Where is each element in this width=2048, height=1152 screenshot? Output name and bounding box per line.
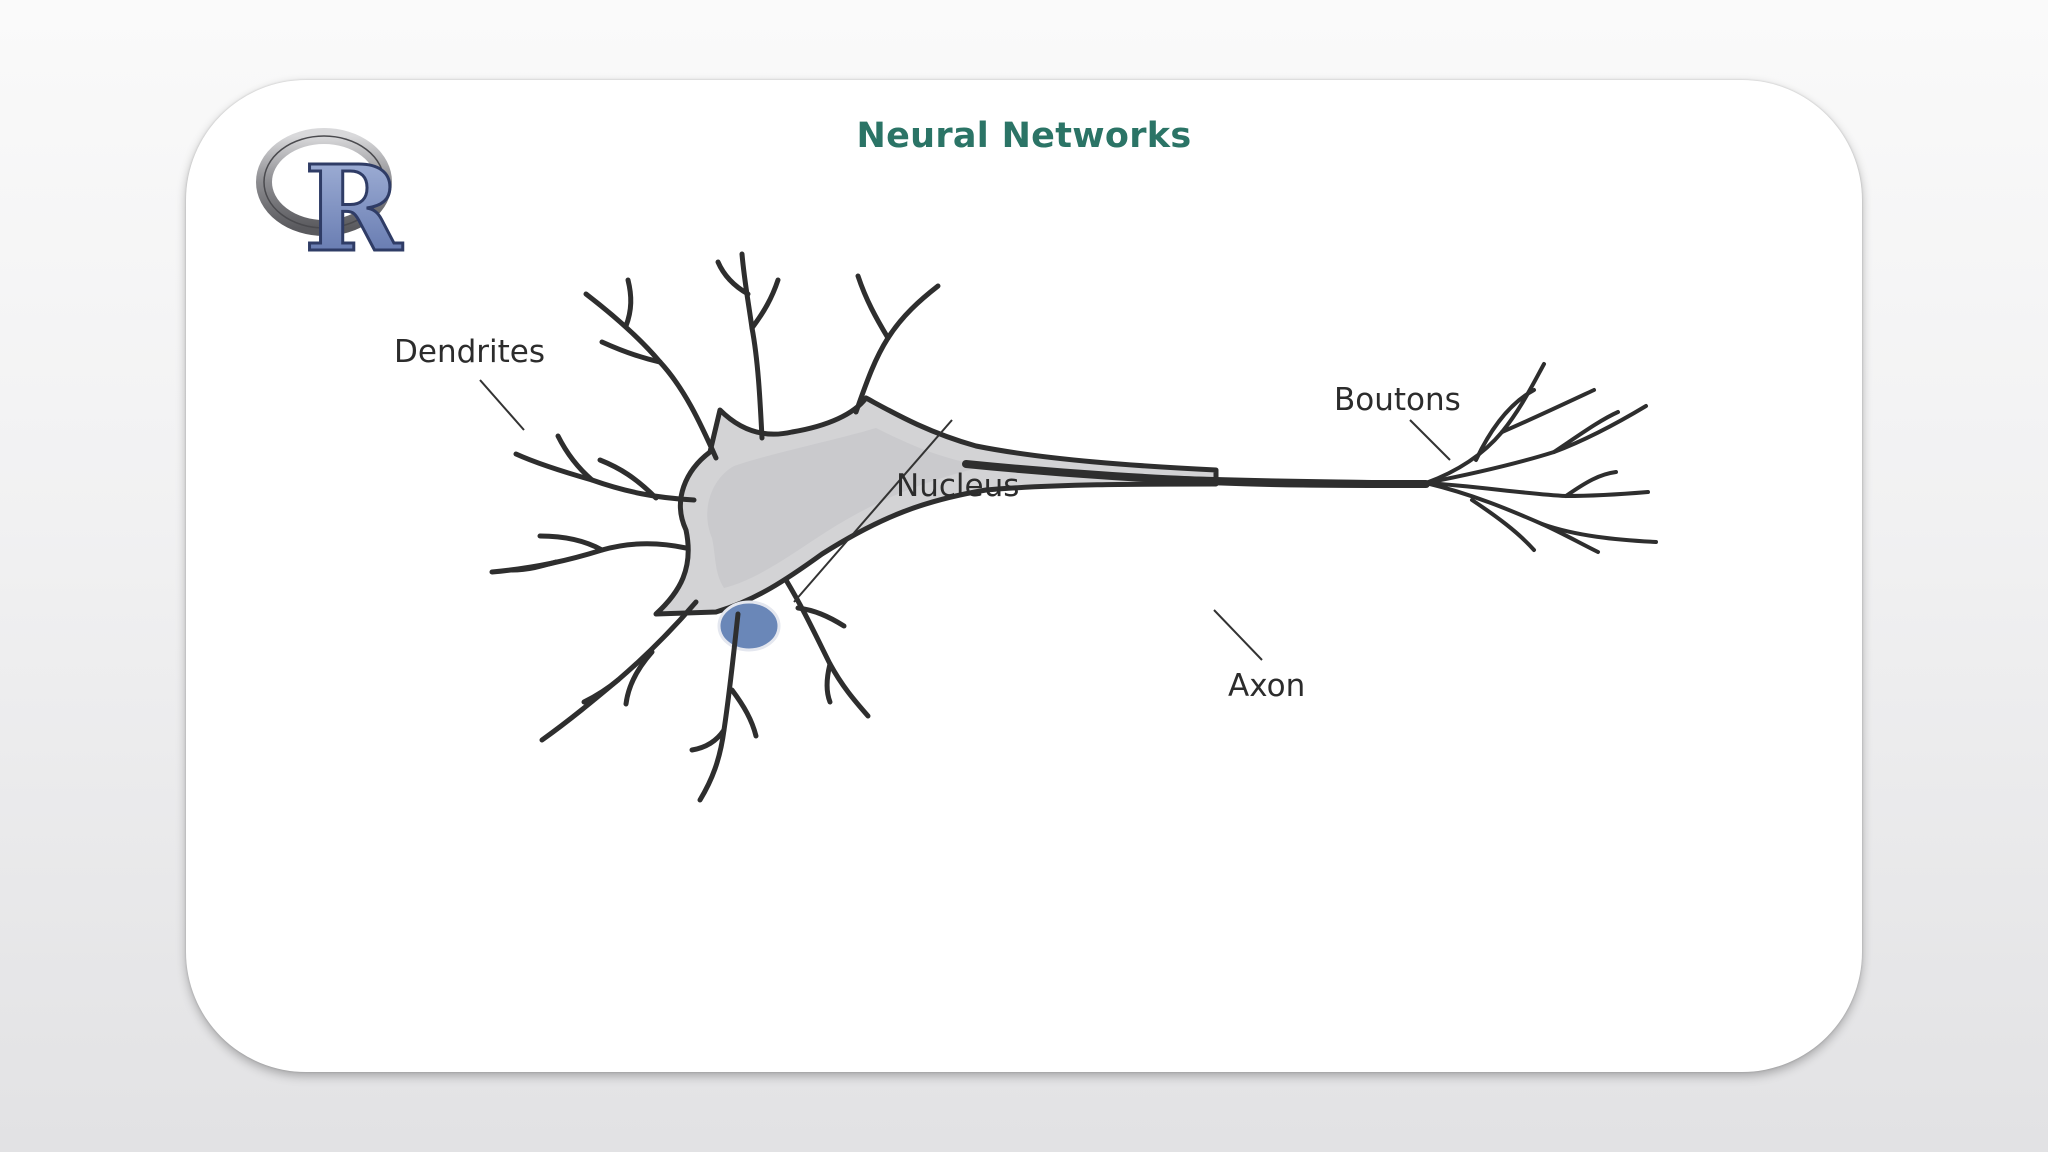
dendrites-branches (489, 251, 941, 803)
nucleus-shape (717, 600, 781, 652)
dendrites-leader (479, 379, 525, 431)
label-boutons: Boutons (1334, 382, 1461, 418)
label-nucleus: Nucleus (896, 468, 1019, 504)
slide-title: Neural Networks (856, 116, 1192, 156)
boutons-leader (1409, 419, 1451, 461)
axon-leader (1213, 609, 1263, 661)
slide-card: Neural Networks R (186, 80, 1862, 1072)
boutons-branches (1424, 362, 1658, 554)
label-axon: Axon (1228, 668, 1305, 704)
label-dendrites: Dendrites (394, 334, 545, 370)
neuron-diagram: Dendrites Nucleus Boutons Axon (394, 251, 1658, 803)
nucleus-leader (793, 419, 953, 603)
r-logo: R (256, 128, 405, 264)
r-logo-letter: R (304, 139, 403, 264)
